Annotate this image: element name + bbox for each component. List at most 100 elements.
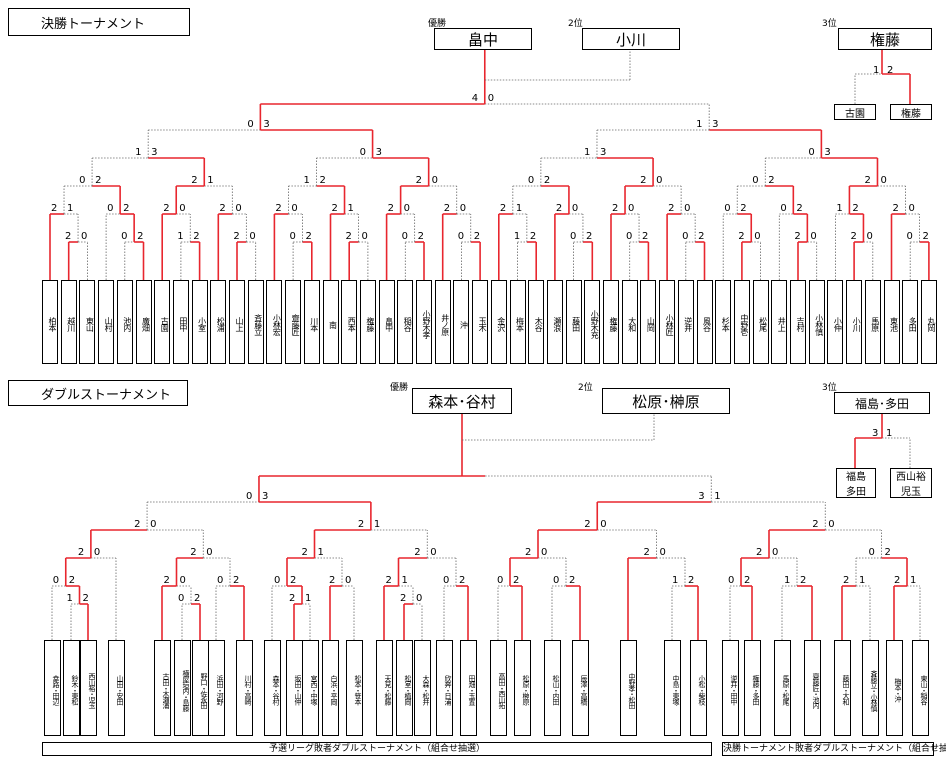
match-score: 0 [291,203,298,214]
match-score: 0 [497,575,504,586]
match-score: 0 [628,203,635,214]
match-score: 0 [361,231,368,242]
doubles-title: ダブルストーナメント [8,380,188,406]
singles-player: 山村 [98,280,115,364]
doubles-third-score1: 3 [872,428,879,439]
match-score: 2 [400,593,407,604]
match-score: 2 [555,203,563,214]
match-score: 2 [190,547,197,558]
match-score: 1 [207,175,214,186]
match-score: 0 [345,575,352,586]
match-score: 2 [688,575,695,586]
singles-player: 南 [322,280,339,364]
match-score: 2 [525,547,532,558]
doubles-third-p2a: 西山裕 [896,472,926,483]
match-score: 2 [123,203,130,214]
doubles-pair: 齋藤匠・池内 [804,640,821,736]
match-score: 0 [571,203,579,214]
match-score: 3 [375,147,382,158]
match-score: 2 [922,231,929,242]
match-score: 1 [583,147,591,158]
doubles-third-playoff-p1: 福島 多田 [836,468,876,498]
singles-player: 風谷 [696,280,713,364]
match-score: 2 [894,575,901,586]
match-score: 1 [67,203,74,214]
doubles-third-p1b: 多田 [846,487,866,498]
match-score: 0 [808,147,815,158]
singles-third-playoff-p2: 権藤 [890,104,932,120]
singles-third-score2: 2 [887,65,894,76]
match-score: 1 [910,575,917,586]
doubles-pair: 梅本・沖 [886,640,903,736]
singles-player: 権藤 [603,280,619,364]
match-score: 2 [329,575,336,586]
singles-champion-label: 優勝 [428,19,447,29]
match-score: 2 [640,175,647,186]
singles-player: 吉村 [790,280,806,364]
match-score: 2 [852,203,859,214]
singles-player: 齋藤匠 [285,280,302,364]
match-score: 0 [121,231,128,242]
match-score: 2 [163,203,170,214]
doubles-pair: 宮西・中塚 [302,640,319,736]
match-score: 3 [263,119,270,130]
match-score: 2 [642,231,649,242]
singles-player: 逆井 [677,280,694,364]
match-score: 0 [247,119,254,130]
match-score: 2 [219,203,226,214]
match-score: 2 [459,575,466,586]
match-score: 2 [233,575,240,586]
doubles-pair: 松本・笹本 [346,640,363,736]
match-score: 0 [457,231,465,242]
match-score: 2 [800,575,807,586]
match-score: 1 [66,593,73,604]
singles-player: 越川 [60,280,77,364]
match-score: 0 [217,575,224,586]
singles-player: 斉藤立 [247,280,264,364]
match-score: 2 [892,203,899,214]
match-score: 0 [178,593,185,604]
match-score: 2 [668,203,675,214]
singles-third-playoff-p1: 古園 [834,104,876,120]
match-score: 2 [794,231,801,242]
match-score: 0 [569,231,577,242]
doubles-pair: 松室・植岡 [396,640,413,736]
match-score: 0 [81,231,88,242]
match-score: 0 [828,519,835,530]
match-score: 0 [79,175,86,186]
singles-player: 小仲 [827,280,844,364]
singles-second-label: 2位 [568,19,583,29]
match-score: 2 [569,575,576,586]
doubles-pair: 東山・稲谷 [912,640,929,736]
match-score: 1 [836,203,843,214]
singles-player: 田中 [172,280,189,364]
match-score: 2 [843,575,850,586]
match-score: 3 [599,147,607,158]
match-score: 2 [643,547,650,558]
singles-player: 畠中 [378,280,395,364]
doubles-third-p1a: 福島 [846,472,866,483]
match-score: 2 [812,519,819,530]
singles-player: 古園 [154,280,171,364]
doubles-pair: 浜田・河野 [208,640,225,736]
singles-player: 丸岡 [920,280,937,364]
match-score: 1 [515,203,523,214]
singles-player: 井上 [771,280,788,364]
singles-player: 稲谷 [397,280,414,364]
singles-player: 小林匠 [659,280,676,364]
match-score: 0 [684,203,691,214]
match-score: 0 [249,231,256,242]
match-score: 1 [177,231,184,242]
doubles-pair: 藤田・大和 [834,640,851,736]
match-score: 2 [415,175,423,186]
match-score: 0 [459,203,467,214]
doubles-pair: 欣奔・日浦 [436,640,453,736]
match-score: 2 [290,575,297,586]
match-score: 2 [305,231,312,242]
match-score: 0 [754,231,761,242]
match-score: 2 [193,231,200,242]
match-score: 0 [274,575,281,586]
match-score: 0 [724,203,731,214]
doubles-pair: 横屋垣内・島藤 [174,640,191,736]
singles-player: 川本 [303,280,320,364]
